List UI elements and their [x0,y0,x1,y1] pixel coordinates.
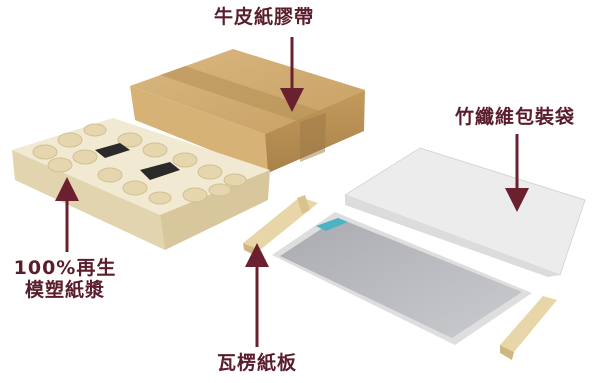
molded-pulp-trays [12,118,270,250]
corrugated-insert-right [500,296,557,360]
corrugated-board-label: 瓦楞紙板 [217,352,298,374]
molded-pulp-label-line1: 100%再生 [13,257,117,279]
molded-pulp-label-line2: 模塑紙漿 [24,279,105,301]
bamboo-fiber-bag [343,147,586,277]
bamboo-bag-label: 竹纖維包裝袋 [455,106,576,128]
device-on-corrugated-tray [272,212,532,345]
kraft-tape-label: 牛皮紙膠帶 [214,6,315,28]
kraft-box [130,49,365,173]
molded-pulp-label: 100%再生 模塑紙漿 [6,257,124,301]
